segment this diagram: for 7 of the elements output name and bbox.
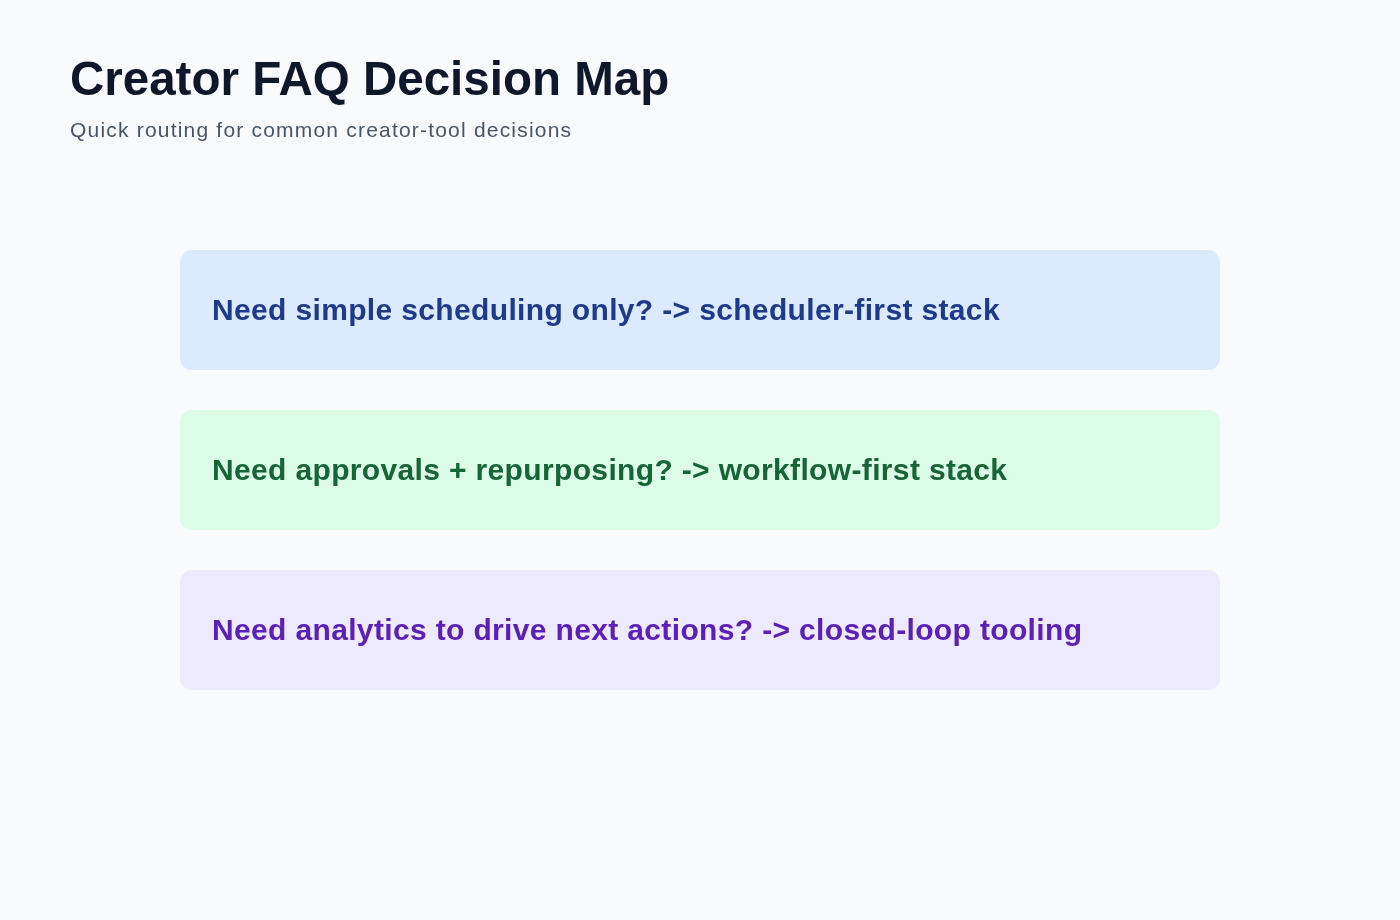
diagram-title: Creator FAQ Decision Map <box>70 51 670 107</box>
decision-text: Need simple scheduling only? -> scheduler-first stack <box>212 292 1000 328</box>
decision-card <box>180 250 1220 370</box>
subtitle: Quick routing for common creator-tool decisions <box>70 117 573 143</box>
decision-card <box>180 410 1220 530</box>
decision-text: Need approvals + repurposing? -> workflow-first stack <box>212 452 1008 488</box>
decision-text: Need analytics to drive next actions? -> closed-loop tooling <box>212 612 1083 648</box>
